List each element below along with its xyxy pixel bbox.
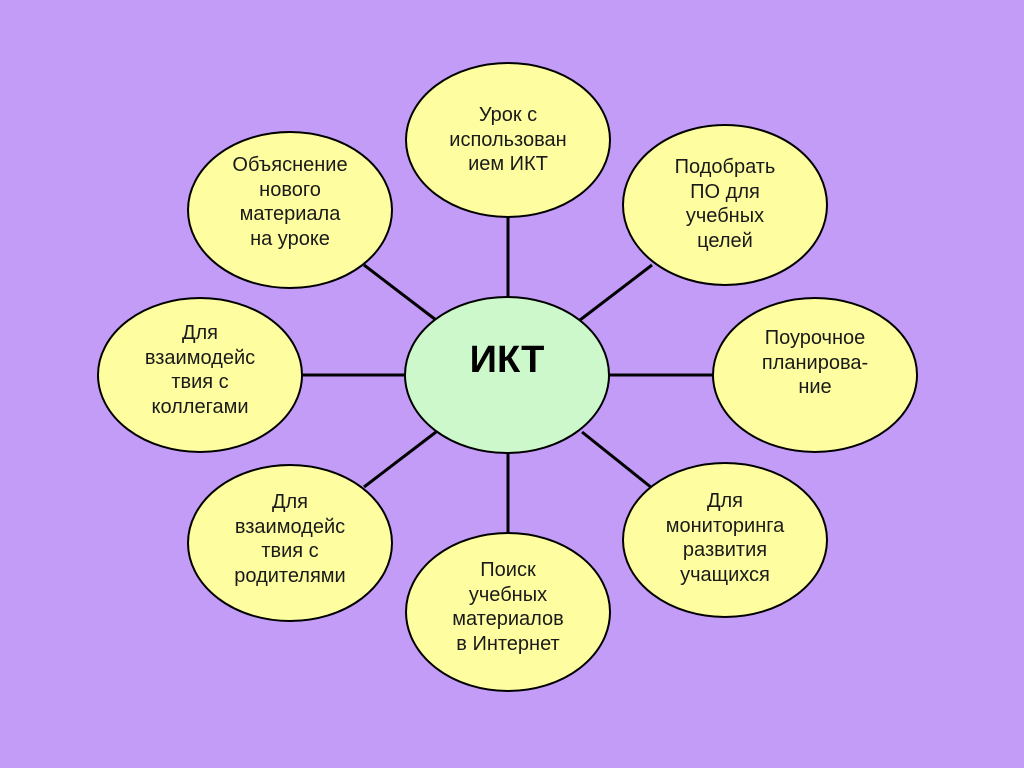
connector-top-right — [579, 263, 653, 322]
node-bottom-left — [187, 464, 393, 622]
connector-top-left — [363, 263, 437, 322]
node-bottom-right — [622, 462, 828, 618]
node-top-left — [187, 131, 393, 289]
node-top — [405, 62, 611, 218]
node-left — [97, 297, 303, 453]
node-center — [404, 296, 610, 454]
node-right — [712, 297, 918, 453]
node-top-right — [622, 124, 828, 286]
connector-bottom-right — [581, 430, 653, 490]
node-bottom — [405, 532, 611, 692]
connector-bottom-left — [363, 430, 437, 489]
